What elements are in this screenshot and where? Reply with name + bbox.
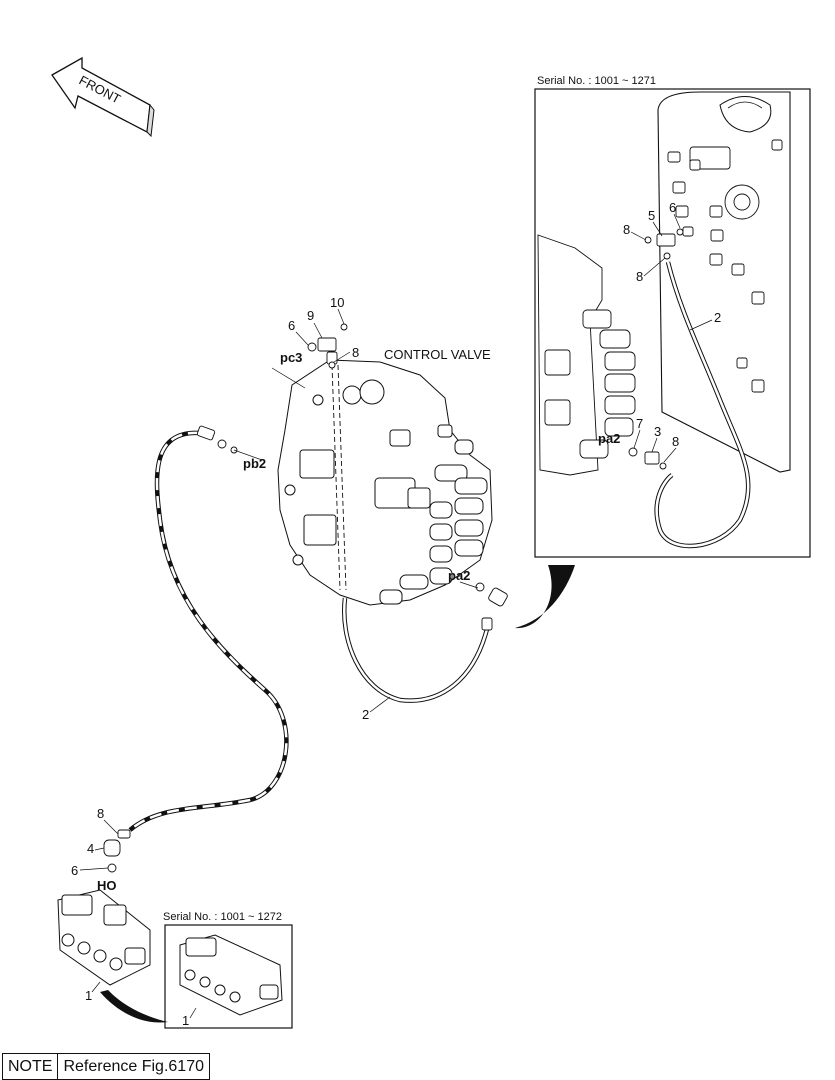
note-box: NOTE Reference Fig.6170	[2, 1053, 210, 1080]
control-valve-title: CONTROL VALVE	[384, 347, 491, 362]
callout-1: 1	[85, 988, 92, 1003]
inset-callout-8c: 8	[672, 434, 679, 449]
front-arrow-icon: FRONT	[51, 56, 155, 138]
callout-8-top: 8	[352, 345, 359, 360]
control-valve-body	[277, 359, 493, 606]
lower-inset: Serial No. : 1001 ~ 1272 1	[163, 911, 293, 1029]
note-label: NOTE	[8, 1058, 53, 1075]
inset-callout-8a: 8	[623, 222, 630, 237]
inset-callout-1: 1	[182, 1013, 189, 1028]
pa2-fittings	[475, 582, 508, 631]
internal-port-path	[331, 364, 347, 591]
pilot-valve-main	[57, 889, 151, 986]
inset-callout-2: 2	[714, 310, 721, 325]
inset-port-pa2: pa2	[598, 431, 620, 446]
callout-4: 4	[87, 841, 94, 856]
hose-pa2	[342, 597, 491, 703]
inset-callout-7: 7	[636, 416, 643, 431]
callout-10: 10	[330, 295, 344, 310]
callout-6-top: 6	[288, 318, 295, 333]
upper-inset-serial: Serial No. : 1001 ~ 1271	[537, 75, 656, 87]
callout-2: 2	[362, 707, 369, 722]
callout-8-lower: 8	[97, 806, 104, 821]
callout-9: 9	[307, 308, 314, 323]
hose-main-loop	[128, 430, 289, 832]
pc3-fittings	[307, 323, 348, 369]
lower-inset-serial: Serial No. : 1001 ~ 1272	[163, 911, 282, 923]
port-pc3: pc3	[280, 350, 302, 365]
upper-inset-pointer	[515, 565, 575, 629]
ho-fittings	[103, 829, 131, 873]
callout-6-lower: 6	[71, 863, 78, 878]
port-pa2: pa2	[448, 568, 470, 583]
lower-inset-pointer	[100, 990, 168, 1023]
inset-callout-8b: 8	[636, 269, 643, 284]
upper-inset: Serial No. : 1001 ~ 1271	[534, 75, 811, 558]
inset-callout-5: 5	[648, 208, 655, 223]
pb2-fittings	[196, 425, 238, 454]
note-reference: Reference Fig.6170	[57, 1054, 209, 1079]
port-pb2: pb2	[243, 456, 266, 471]
leader-lines	[79, 308, 479, 1019]
inset-callout-3: 3	[654, 424, 661, 439]
inset-callout-6: 6	[669, 200, 676, 215]
port-ho: HO	[97, 878, 117, 893]
